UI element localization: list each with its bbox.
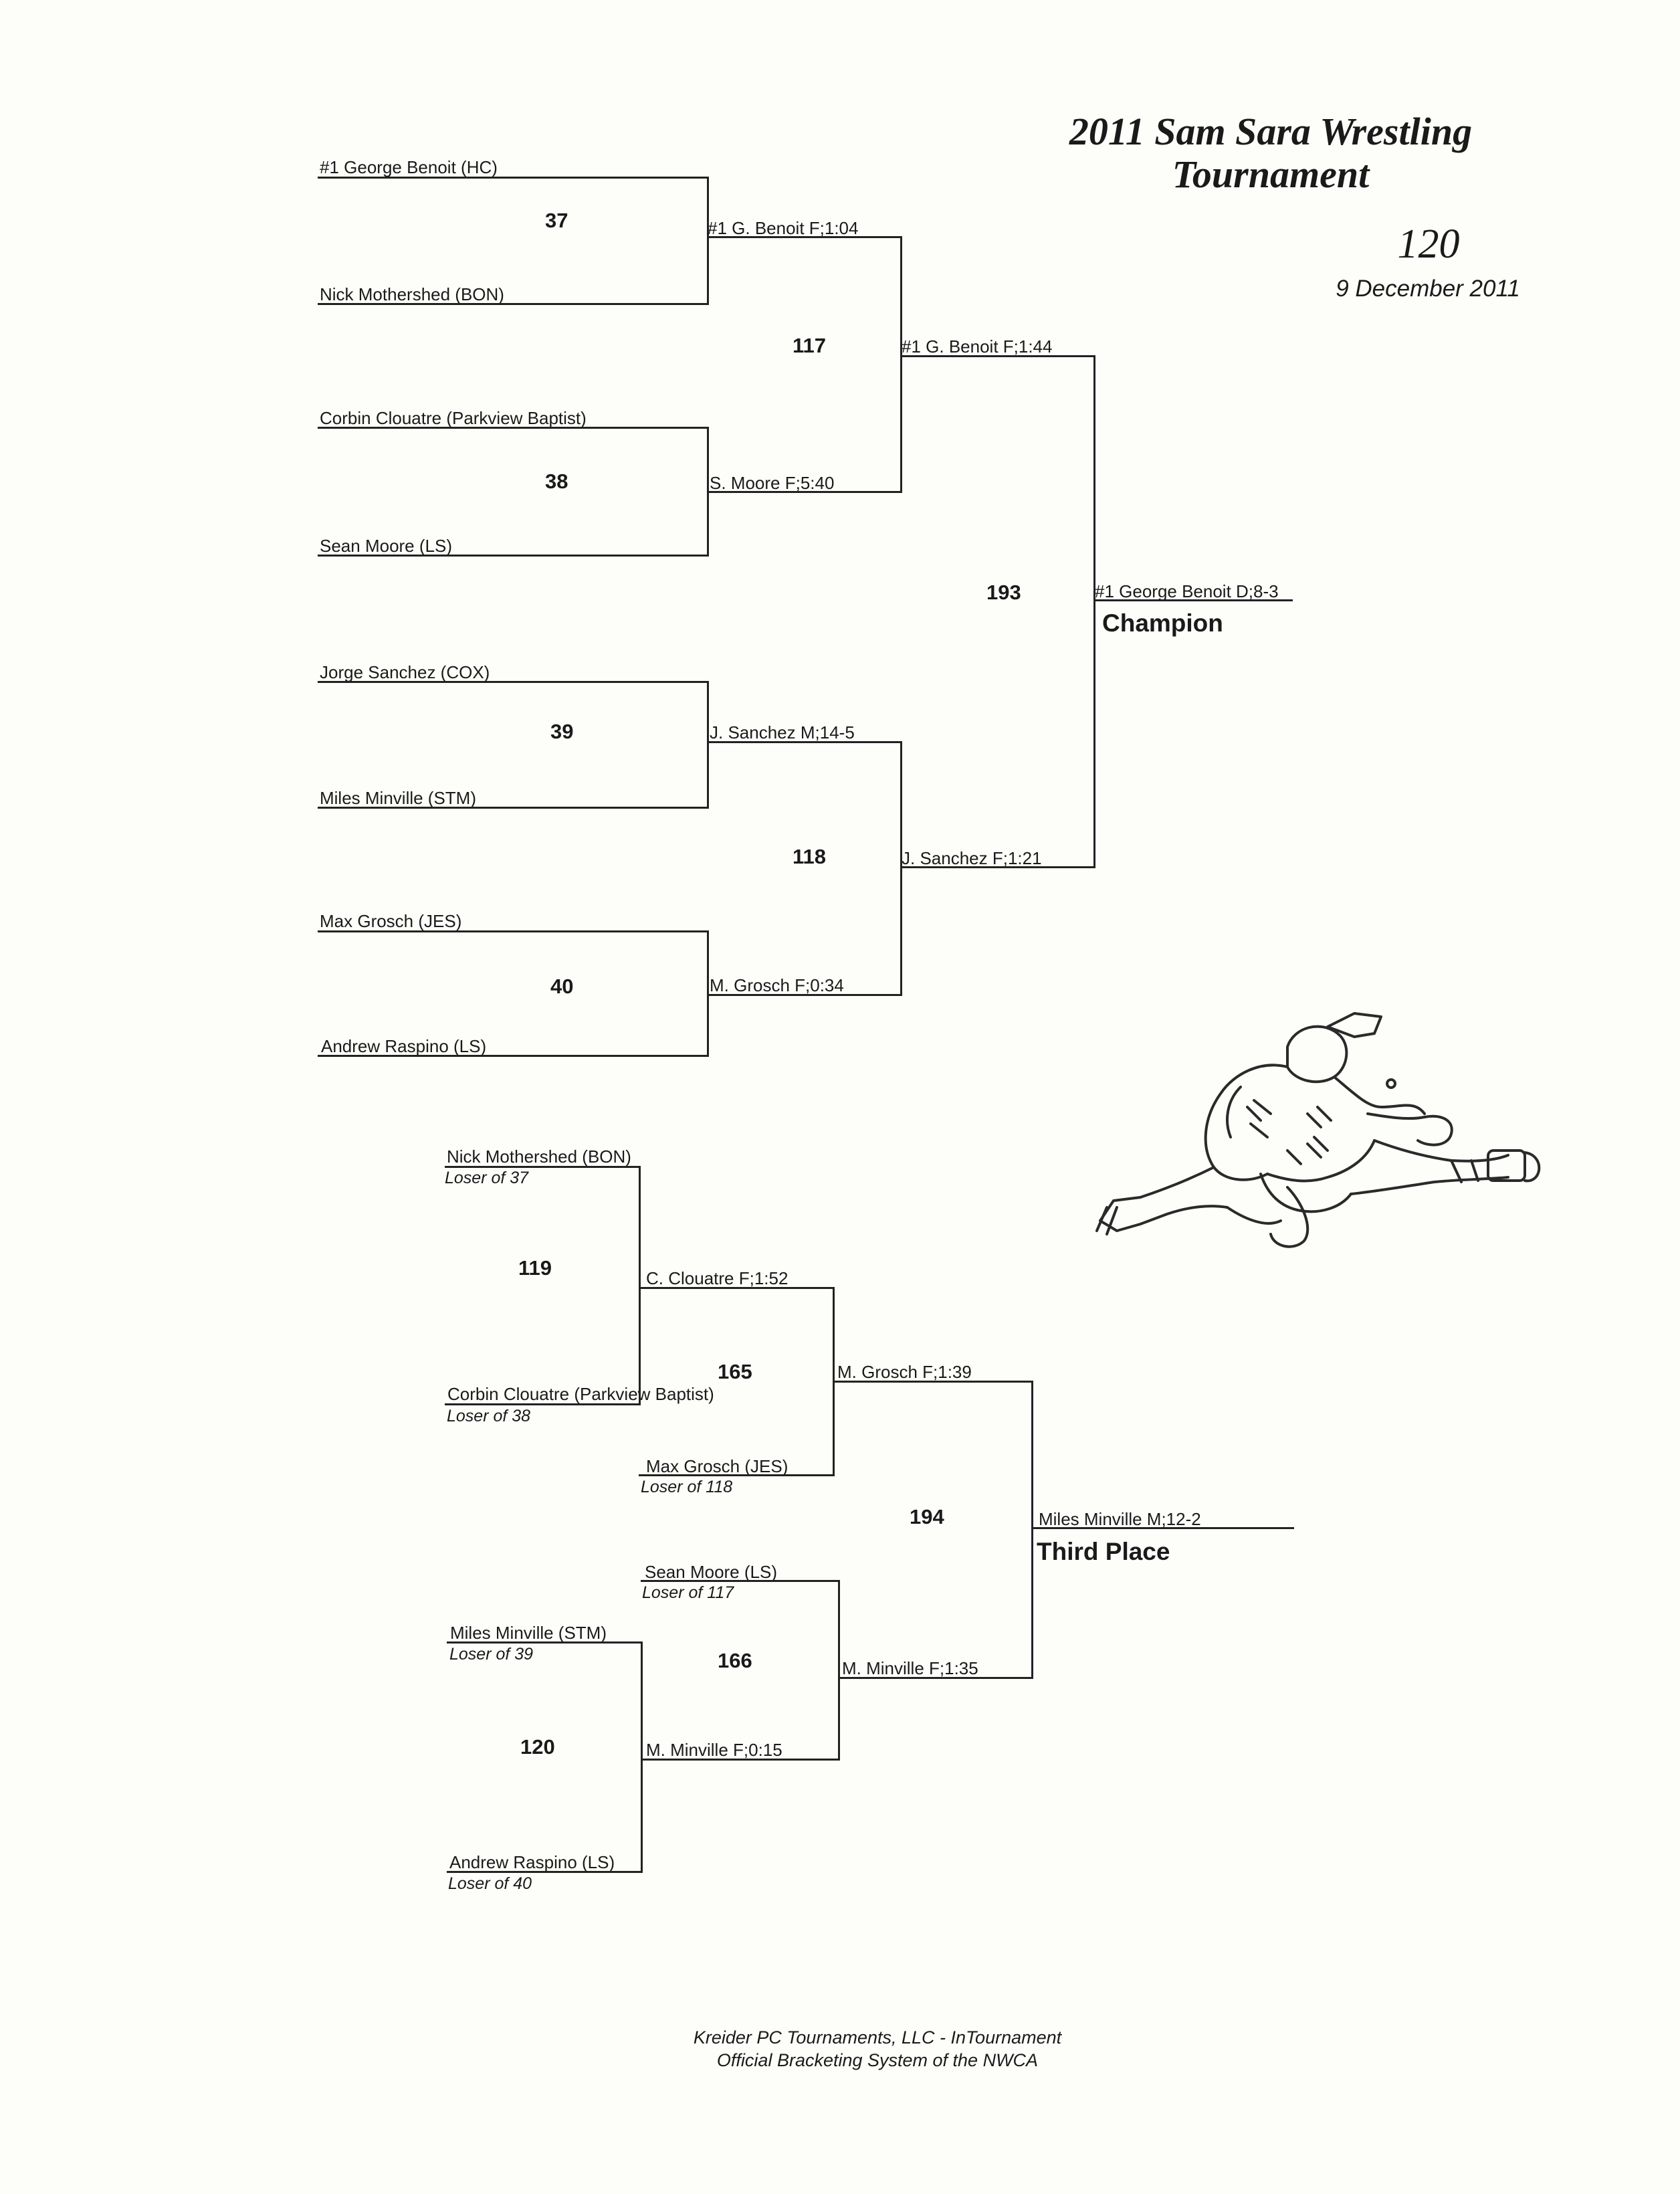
bracket-line — [900, 866, 1095, 868]
bout-number: 37 — [545, 209, 568, 232]
bracket-line — [639, 1474, 835, 1476]
entrant-5: Jorge Sanchez (COX) — [320, 662, 490, 682]
bracket-line — [707, 177, 709, 305]
third-place-label: Third Place — [1037, 1538, 1170, 1565]
consolation-entrant: Sean Moore (LS) — [645, 1562, 777, 1582]
entrant-7: Max Grosch (JES) — [320, 911, 462, 931]
champion-name: #1 George Benoit D;8-3 — [1095, 581, 1279, 601]
bracket-line — [639, 1166, 641, 1405]
bracket-line — [707, 236, 902, 238]
consolation-entrant: Nick Mothershed (BON) — [447, 1146, 631, 1167]
bracket-line — [641, 1759, 840, 1761]
consolation-winner: M. Minville F;0:15 — [646, 1740, 782, 1760]
bracket-line — [447, 1871, 643, 1873]
bout-number: 166 — [718, 1649, 752, 1672]
loser-of-label: Loser of 40 — [448, 1874, 532, 1893]
bracket-line — [1093, 599, 1293, 601]
third-place-name: Miles Minville M;12-2 — [1039, 1509, 1201, 1529]
entrant-8: Andrew Raspino (LS) — [321, 1036, 487, 1056]
bracket-line — [900, 355, 1095, 357]
round2-winner: M. Grosch F;0:34 — [710, 975, 844, 995]
bout-number: 193 — [986, 581, 1021, 604]
bracket-line — [900, 236, 902, 493]
champion-label: Champion — [1102, 609, 1223, 637]
bout-number: 120 — [520, 1735, 555, 1759]
bout-number: 40 — [550, 975, 574, 998]
bracket-line — [707, 741, 902, 743]
consolation-semifinal-winner: M. Grosch F;1:39 — [837, 1362, 972, 1382]
bracket-line — [318, 807, 709, 809]
bout-number: 38 — [545, 470, 568, 493]
bout-number: 118 — [793, 845, 827, 868]
bracket-line — [838, 1677, 1033, 1679]
bracket-line — [318, 303, 709, 305]
entrant-2: Nick Mothershed (BON) — [320, 284, 504, 304]
consolation-entrant: Miles Minville (STM) — [450, 1623, 607, 1643]
bracket-line — [447, 1641, 643, 1643]
bracket-line — [318, 930, 709, 932]
loser-of-label: Loser of 38 — [447, 1407, 531, 1425]
bracket-line — [639, 1287, 835, 1289]
bracket-line — [318, 1055, 709, 1057]
loser-of-label: Loser of 118 — [641, 1478, 733, 1496]
entrant-6: Miles Minville (STM) — [320, 788, 476, 808]
footer: Kreider PC Tournaments, LLC - InTourname… — [610, 2027, 1145, 2072]
bracket-line — [318, 681, 709, 683]
bracket-line — [707, 930, 709, 1057]
bracket-line — [900, 741, 902, 996]
loser-of-label: Loser of 117 — [642, 1583, 734, 1602]
weight-class: 120 — [1397, 221, 1460, 267]
bracket-line — [707, 491, 902, 493]
wrestlers-illustration-icon — [1095, 1012, 1541, 1248]
bracket-line — [707, 681, 709, 809]
round2-winner: J. Sanchez M;14-5 — [710, 722, 855, 742]
bracket-line — [318, 177, 709, 179]
bracket-line — [833, 1381, 1033, 1383]
title-line-1: 2011 Sam Sara Wrestling — [1069, 110, 1473, 153]
bracket-line — [445, 1403, 641, 1405]
bracket-line — [838, 1580, 840, 1761]
entrant-1: #1 George Benoit (HC) — [320, 157, 498, 177]
bracket-line — [641, 1641, 643, 1873]
bout-number: 165 — [718, 1360, 752, 1383]
bracket-line — [318, 427, 709, 429]
tournament-date: 9 December 2011 — [1336, 276, 1520, 302]
semifinal-winner: J. Sanchez F;1:21 — [902, 848, 1042, 868]
bout-number: 39 — [550, 720, 574, 743]
entrant-4: Sean Moore (LS) — [320, 536, 452, 556]
bracket-line — [445, 1166, 641, 1168]
title-line-2: Tournament — [1172, 152, 1370, 196]
semifinal-winner: #1 G. Benoit F;1:44 — [902, 336, 1053, 357]
consolation-entrant: Max Grosch (JES) — [646, 1456, 789, 1476]
bracket-line — [641, 1580, 840, 1582]
bout-number: 119 — [518, 1256, 552, 1280]
bracket-line — [318, 555, 709, 557]
loser-of-label: Loser of 39 — [449, 1645, 534, 1664]
bout-number: 194 — [910, 1505, 944, 1528]
bout-number: 117 — [793, 334, 827, 357]
bracket-line — [707, 994, 902, 996]
bracket-line — [1031, 1381, 1033, 1679]
loser-of-label: Loser of 37 — [445, 1169, 529, 1187]
round2-winner: #1 G. Benoit F;1:04 — [708, 218, 859, 238]
bracket-line — [1093, 355, 1095, 868]
entrant-3: Corbin Clouatre (Parkview Baptist) — [320, 408, 587, 428]
bracket-line — [1031, 1527, 1294, 1529]
footer-line-1: Kreider PC Tournaments, LLC - InTourname… — [693, 2027, 1062, 2048]
round2-winner: S. Moore F;5:40 — [710, 473, 835, 493]
tournament-title: 2011 Sam Sara Wrestling Tournament — [970, 110, 1572, 196]
consolation-semifinal-winner: M. Minville F;1:35 — [842, 1658, 978, 1678]
consolation-entrant: Andrew Raspino (LS) — [449, 1852, 615, 1872]
consolation-entrant: Corbin Clouatre (Parkview Baptist) — [447, 1384, 714, 1404]
footer-line-2: Official Bracketing System of the NWCA — [716, 2050, 1039, 2070]
consolation-winner: C. Clouatre F;1:52 — [646, 1268, 789, 1288]
